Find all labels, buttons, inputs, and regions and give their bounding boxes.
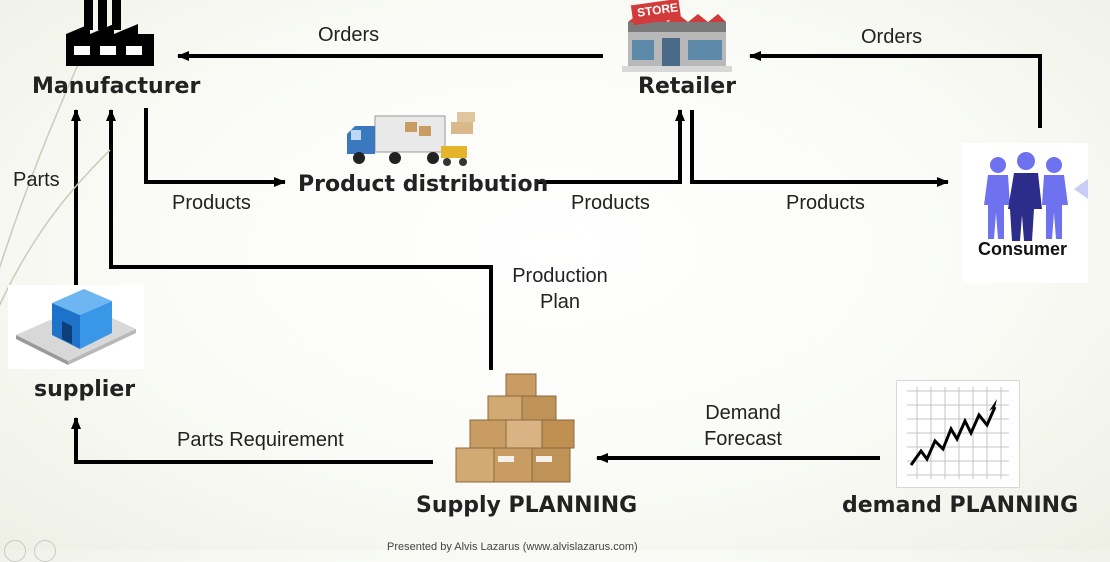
nav-circle-left[interactable]: [4, 540, 26, 562]
truck-icon: [345, 108, 480, 170]
flow-arrows: [0, 51, 1042, 464]
production-plan-line2: Plan: [539, 291, 581, 313]
arrow-parts-requirement: [71, 417, 433, 464]
arrow-products-to-distribution: [144, 108, 286, 187]
arrow-products-to-consumer: [690, 110, 949, 187]
arrow-orders-to-retailer: [749, 51, 1042, 128]
consumer-title: Consumer: [978, 239, 1068, 259]
products-label-distribution: Products: [172, 192, 251, 214]
production-plan-label: Production Plan: [500, 263, 620, 315]
parts-label: Parts: [13, 169, 60, 191]
products-label-retailer: Products: [571, 192, 650, 214]
demand-forecast-line2: Forecast: [704, 428, 782, 450]
arrow-production-plan: [106, 109, 493, 370]
decorative-curve-2: [0, 59, 81, 269]
arrow-products-to-retailer: [537, 109, 685, 184]
production-plan-line1: Production: [512, 265, 608, 287]
demand-forecast-label: Demand Forecast: [690, 400, 796, 452]
supplier-title: supplier: [34, 377, 136, 402]
demand-planning-title: demand PLANNING: [842, 493, 1079, 518]
retailer-title: Retailer: [638, 74, 737, 99]
consumer-card: Consumer: [962, 143, 1088, 283]
boxes-icon: [436, 370, 592, 488]
footer-credit: Presented by Alvis Lazarus (www.alvislaz…: [387, 541, 638, 553]
store-icon: STORE: [622, 0, 732, 72]
line-chart-icon: [896, 380, 1020, 488]
factory-icon: [60, 0, 160, 66]
product-distribution-title: Product distribution: [298, 172, 549, 197]
people-icon: [984, 152, 1088, 241]
nav-circle-right[interactable]: [34, 540, 56, 562]
orders-label-right: Orders: [861, 26, 923, 48]
warehouse-icon: [8, 285, 144, 369]
parts-requirement-label: Parts Requirement: [177, 429, 344, 451]
products-label-consumer: Products: [786, 192, 865, 214]
demand-forecast-line1: Demand: [705, 402, 781, 424]
manufacturer-title: Manufacturer: [32, 74, 201, 99]
supply-planning-title: Supply PLANNING: [416, 493, 638, 518]
decorative-curve: [0, 149, 111, 306]
orders-label-left: Orders: [318, 24, 380, 46]
